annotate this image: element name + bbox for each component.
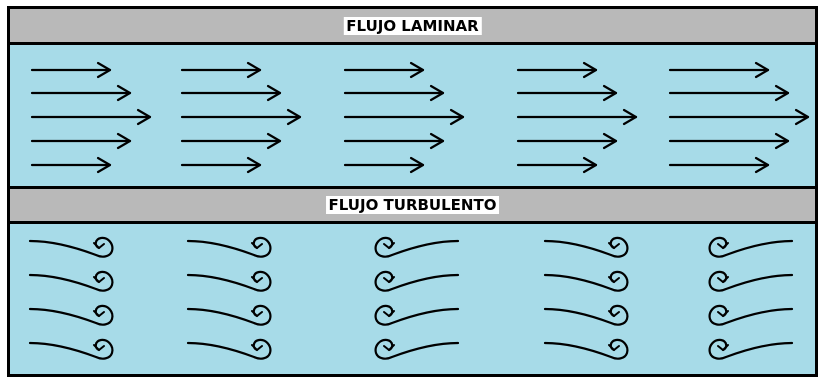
eddy-swirl-icon bbox=[374, 338, 460, 360]
eddy-swirl-icon bbox=[708, 236, 794, 258]
laminar-arrow bbox=[180, 132, 282, 150]
eddy-swirl-icon bbox=[374, 236, 460, 258]
eddy-swirl-icon bbox=[543, 304, 629, 326]
laminar-arrow bbox=[343, 108, 465, 126]
eddy-swirl-icon bbox=[543, 338, 629, 360]
laminar-arrow bbox=[516, 108, 638, 126]
laminar-arrow bbox=[180, 156, 262, 174]
eddy-swirl-icon bbox=[374, 304, 460, 326]
laminar-arrow bbox=[30, 156, 112, 174]
laminar-arrow bbox=[516, 156, 598, 174]
laminar-flow-area bbox=[10, 45, 815, 186]
eddy-swirl-icon bbox=[543, 270, 629, 292]
laminar-arrow bbox=[30, 132, 132, 150]
laminar-arrows bbox=[30, 61, 810, 174]
eddy-swirl-icon bbox=[28, 304, 114, 326]
turbulent-flow-area bbox=[10, 224, 815, 374]
laminar-arrow bbox=[668, 132, 790, 150]
laminar-header-band: FLUJO LAMINAR bbox=[10, 9, 815, 42]
laminar-arrow bbox=[516, 132, 618, 150]
eddy-swirl-icon bbox=[708, 338, 794, 360]
laminar-arrow bbox=[343, 84, 445, 102]
eddy-swirl-icon bbox=[186, 338, 272, 360]
laminar-arrow bbox=[343, 61, 425, 79]
laminar-arrow bbox=[30, 84, 132, 102]
laminar-arrow bbox=[180, 108, 302, 126]
laminar-arrow bbox=[668, 156, 770, 174]
laminar-arrow bbox=[516, 84, 618, 102]
laminar-arrow bbox=[516, 61, 598, 79]
laminar-arrow bbox=[180, 84, 282, 102]
eddy-swirl-icon bbox=[186, 304, 272, 326]
eddy-swirl-icon bbox=[186, 270, 272, 292]
laminar-arrow bbox=[30, 61, 112, 79]
eddy-swirl-icon bbox=[186, 236, 272, 258]
eddy-swirl-icon bbox=[708, 304, 794, 326]
flow-diagram: FLUJO LAMINAR FLUJO TURBULENTO bbox=[7, 6, 818, 377]
laminar-arrow bbox=[668, 108, 810, 126]
turbulent-header-band: FLUJO TURBULENTO bbox=[10, 189, 815, 221]
turbulent-title: FLUJO TURBULENTO bbox=[325, 196, 500, 214]
turbulent-eddies bbox=[28, 236, 794, 360]
laminar-arrow bbox=[343, 132, 445, 150]
eddy-swirl-icon bbox=[543, 236, 629, 258]
laminar-arrow bbox=[180, 61, 262, 79]
laminar-arrow bbox=[668, 61, 770, 79]
eddy-swirl-icon bbox=[28, 270, 114, 292]
laminar-arrow bbox=[343, 156, 425, 174]
laminar-title: FLUJO LAMINAR bbox=[343, 16, 482, 35]
eddy-swirl-icon bbox=[374, 270, 460, 292]
laminar-arrow bbox=[30, 108, 152, 126]
laminar-arrow bbox=[668, 84, 790, 102]
eddy-swirl-icon bbox=[28, 338, 114, 360]
eddy-swirl-icon bbox=[28, 236, 114, 258]
eddy-swirl-icon bbox=[708, 270, 794, 292]
